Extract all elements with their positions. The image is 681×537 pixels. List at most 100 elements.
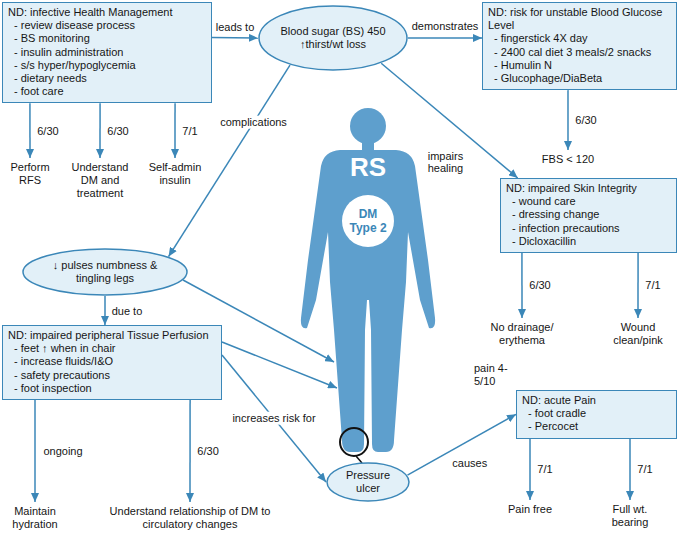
edge-label: 6/30 xyxy=(36,124,59,137)
edge-label: 6/30 xyxy=(106,124,129,137)
outcome-text: Full wt. bearing xyxy=(599,503,661,529)
intervention-item: - infection precautions xyxy=(506,222,671,235)
intervention-item: - fingerstick 4X day xyxy=(488,32,671,45)
diagnosis-circle: DM Type 2 xyxy=(341,194,395,248)
edge-label: 6/30 xyxy=(528,279,551,292)
intervention-item: - safety precautions xyxy=(8,369,216,382)
leader-arrow xyxy=(222,342,337,388)
arrow-connector xyxy=(189,400,191,502)
outcome-node: FBS < 120 xyxy=(528,150,608,166)
arrow-connector xyxy=(408,37,482,39)
outcome-node: Self-admin insulin xyxy=(145,158,205,187)
intervention-item: - insulin administration xyxy=(8,46,206,59)
edge-label: increases risk for xyxy=(231,412,316,425)
ellipse-shape xyxy=(259,6,407,70)
outcome-text: Understand relationship of DM to circula… xyxy=(95,505,285,531)
outcome-node: Wound clean/pink xyxy=(598,318,678,347)
intervention-item: - foot care xyxy=(8,85,206,98)
intervention-item: - BS monitoring xyxy=(8,32,206,45)
intervention-item: - 2400 cal diet 3 meals/2 snacks xyxy=(488,46,671,59)
outcome-text: Pain free xyxy=(505,503,555,516)
node-text: ↑thirst/wt loss xyxy=(300,38,366,51)
diagnosis-heading: ND: risk for unstable Blood Glucose Leve… xyxy=(488,6,671,32)
edge-label: leads to xyxy=(215,20,256,33)
arrow-connector xyxy=(34,400,36,502)
body-silhouette xyxy=(301,150,435,452)
outcome-node: Understand relationship of DM to circula… xyxy=(95,502,285,531)
finding-ellipse: ↓ pulses numbness & tingling legs xyxy=(22,248,188,296)
intervention-item: - wound care xyxy=(506,195,671,208)
diagnosis-box: ND: infective Health Management- review … xyxy=(2,2,212,103)
patient-initials: RS xyxy=(350,152,386,183)
arrow-connector xyxy=(521,253,523,318)
arrow-connector xyxy=(629,439,631,500)
outcome-node: Perform RFS xyxy=(1,158,59,187)
node-text: Pressure ulcer xyxy=(334,469,402,495)
edge-label: demonstrates xyxy=(411,20,480,33)
intervention-item: - s/s hyper/hypoglycemia xyxy=(8,59,206,72)
arrow-connector xyxy=(222,355,326,482)
edge-label: 6/30 xyxy=(574,114,597,127)
diagnosis-box: ND: risk for unstable Blood Glucose Leve… xyxy=(482,2,677,90)
outcome-text: Understand DM and treatment xyxy=(65,161,135,201)
intervention-item: - foot cradle xyxy=(522,407,671,420)
pain-score-label: pain 4-5/10 xyxy=(474,362,514,388)
arrow-connector xyxy=(104,296,106,325)
intervention-item: - Glucophage/DiaBeta xyxy=(488,72,671,85)
intervention-item: - review disease process xyxy=(8,19,206,32)
outcome-node: Full wt. bearing xyxy=(599,500,661,529)
intervention-item: - increase fluids/I&O xyxy=(8,355,216,368)
node-text: ↓ pulses numbness & tingling legs xyxy=(40,259,170,285)
edge-label: 7/1 xyxy=(636,463,653,476)
body-head xyxy=(350,108,386,144)
intervention-item: - Dicloxacillin xyxy=(506,235,671,248)
edge-label: 7/1 xyxy=(536,463,553,476)
outcome-node: No drainage/ erythema xyxy=(472,318,572,347)
arrow-connector xyxy=(29,103,31,158)
arrow-connector xyxy=(407,414,516,475)
intervention-item: - Percocet xyxy=(522,420,671,433)
edge-label: 7/1 xyxy=(644,279,661,292)
ellipse-shape xyxy=(327,463,409,501)
diagnosis-box: ND: impaired peripheral Tissue Perfusion… xyxy=(2,325,222,400)
finding-ellipse: Blood sugar (BS) 450↑thirst/wt loss xyxy=(258,5,408,71)
diagnosis-heading: ND: impaired Skin Integrity xyxy=(506,182,671,195)
outcome-node: Pain free xyxy=(505,500,555,516)
diagnosis-box: ND: acute Pain- foot cradle- Percocet xyxy=(516,390,677,439)
diagnosis-heading: ND: acute Pain xyxy=(522,394,671,407)
intervention-item: - dietary needs xyxy=(8,72,206,85)
edge-label: impairs healing xyxy=(420,150,470,175)
outcome-text: Perform RFS xyxy=(1,161,59,187)
intervention-item: - foot inspection xyxy=(8,382,216,395)
edge-label: 6/30 xyxy=(196,445,219,458)
edge-label: causes xyxy=(451,456,488,469)
outcome-node: Understand DM and treatment xyxy=(65,158,135,201)
diagnosis-heading: ND: infective Health Management xyxy=(8,6,206,19)
edge-label: ongoing xyxy=(42,445,83,458)
arrow-connector xyxy=(99,103,101,158)
outcome-text: Self-admin insulin xyxy=(145,161,205,187)
foot-to-ulcer-line xyxy=(356,456,362,463)
outcome-text: No drainage/ erythema xyxy=(472,321,572,347)
outcome-text: FBS < 120 xyxy=(528,153,608,166)
arrow-connector xyxy=(529,439,531,500)
edge-label: 7/1 xyxy=(181,124,198,137)
diagnosis-box: ND: impaired Skin Integrity- wound care-… xyxy=(500,178,677,253)
foot-highlight-circle xyxy=(340,428,368,456)
outcome-node: Maintain hydration xyxy=(2,502,68,531)
outcome-text: Wound clean/pink xyxy=(598,321,678,347)
edge-label: due to xyxy=(111,304,144,317)
outcome-text: Maintain hydration xyxy=(2,505,68,531)
finding-ellipse: Pressure ulcer xyxy=(326,462,410,502)
arrow-connector xyxy=(637,253,639,318)
intervention-item: - dressing change xyxy=(506,208,671,221)
diagnosis-heading: ND: impaired peripheral Tissue Perfusion xyxy=(8,329,216,342)
intervention-item: - feet ↑ when in chair xyxy=(8,342,216,355)
node-text: DM Type 2 xyxy=(347,207,389,236)
ellipse-shape xyxy=(23,249,187,295)
circle-shape xyxy=(342,195,394,247)
intervention-item: - Humulin N xyxy=(488,59,671,72)
edge-label: complications xyxy=(219,116,288,129)
arrow-connector xyxy=(212,37,258,39)
